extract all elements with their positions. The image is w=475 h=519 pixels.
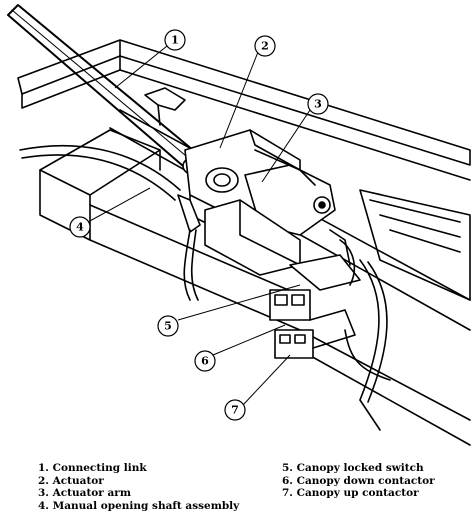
right-frame-panel <box>344 189 471 431</box>
leader-line-4 <box>87 187 151 223</box>
callout-circle-1 <box>164 29 186 51</box>
callout-circle-7 <box>224 399 246 421</box>
canopy-actuator-illustration: 1 2 3 4 5 6 7 <box>7 4 471 446</box>
legend-item-actuator-arm: 3. Actuator arm <box>38 487 131 499</box>
callout-circle-2 <box>254 35 276 57</box>
legend-left-column: 1. Connecting link 2. Actuator 3. Actuat… <box>38 462 239 512</box>
callout-number-4: 4 <box>76 221 84 234</box>
upper-frame-beam <box>17 39 471 181</box>
leader-line-5 <box>177 284 301 321</box>
leader-line-3 <box>261 109 311 183</box>
legend-item-manual-opening-shaft: 4. Manual opening shaft assembly <box>38 499 240 512</box>
callout-circle-6 <box>194 350 216 372</box>
callout-number-5: 5 <box>164 320 172 333</box>
callout-number-1: 1 <box>171 34 179 47</box>
callout-circle-4 <box>69 216 91 238</box>
leader-line-2 <box>219 51 259 149</box>
legend-item-canopy-locked-switch: 5. Canopy locked switch <box>282 462 424 474</box>
legend-right-column: 5. Canopy locked switch 6. Canopy down c… <box>282 462 435 500</box>
lower-frame-rail <box>39 129 301 331</box>
legend-item-canopy-down-contactor: 6. Canopy down contactor <box>282 474 435 487</box>
callout-circle-3 <box>307 93 329 115</box>
callout-number-6: 6 <box>201 355 209 368</box>
leader-line-7 <box>242 354 291 406</box>
manual-opening-shaft <box>19 144 201 301</box>
link-bracket <box>144 87 186 126</box>
legend-item-actuator: 2. Actuator <box>38 474 104 487</box>
leader-line-6 <box>212 324 286 356</box>
legend-item-connecting-link: 1. Connecting link <box>38 462 147 474</box>
callout-number-7: 7 <box>231 404 239 417</box>
contactor-assembly <box>269 229 361 359</box>
legend-item-canopy-up-contactor: 7. Canopy up contactor <box>282 487 419 499</box>
callout-number-2: 2 <box>261 40 269 53</box>
callout-number-3: 3 <box>314 98 322 111</box>
leader-line-1 <box>114 45 168 89</box>
callout-circle-5 <box>157 315 179 337</box>
